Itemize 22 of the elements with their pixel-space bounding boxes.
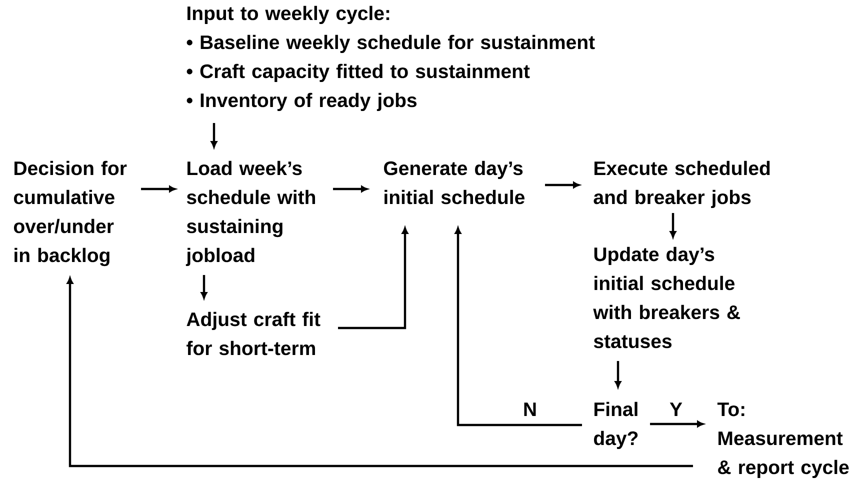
arrow	[454, 227, 582, 426]
step-text: Load week’s schedule with sustaining jobload	[186, 160, 316, 266]
arrow	[210, 123, 218, 148]
input-list: Input to weekly cycle: • Baseline weekly schedule for sustainment • Craft capacity fitted to sustainment • Inventory of ready jobs	[186, 6, 595, 112]
step-text: Decision for cumulative over/under in backlog	[14, 160, 127, 266]
arrow	[338, 227, 408, 330]
arrow	[141, 186, 176, 192]
arrow	[545, 182, 580, 188]
step-text: Adjust craft fit for short-term	[186, 312, 320, 356]
step-text: Generate day’s initial schedule	[384, 160, 524, 204]
arrow	[670, 213, 676, 238]
arrow	[200, 275, 208, 299]
arrow	[333, 186, 368, 192]
step-text: To: Measurement & report cycle	[717, 402, 849, 478]
edge-label: N	[522, 402, 538, 417]
arrow	[614, 361, 622, 388]
step-text: Execute scheduled and breaker jobs	[594, 160, 770, 208]
decision-text: Final day?	[594, 402, 638, 450]
edge-label: Y	[668, 402, 684, 417]
step-text: Update day’s initial schedule with breakers & statuses	[593, 246, 740, 348]
arrow	[650, 420, 704, 428]
arrow	[66, 277, 693, 468]
